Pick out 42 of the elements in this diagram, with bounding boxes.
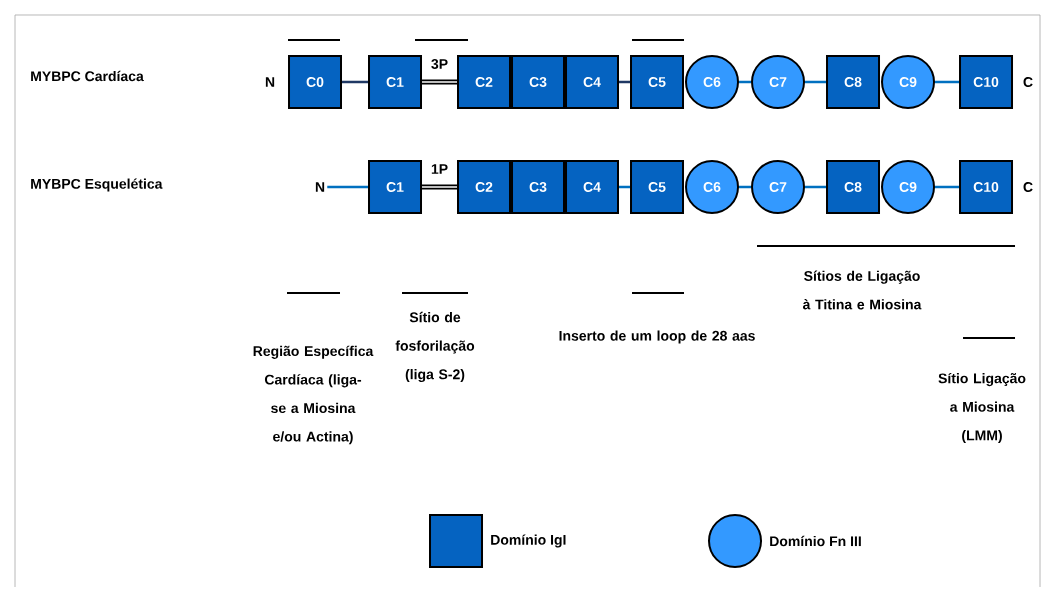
domain-box: C3	[511, 55, 565, 109]
terminus-label: C	[1023, 182, 1033, 192]
annotation-text: Sítio de fosforilação (liga S-2)	[395, 311, 475, 383]
annotation-text: MYBPC Esquelética	[31, 178, 163, 192]
legend-label: Domínio IgI	[491, 534, 566, 548]
connector-line	[935, 185, 959, 189]
domain-box: C3	[511, 160, 565, 214]
legend-label: Domínio Fn III	[770, 535, 861, 547]
annotation-text: Sítio Ligação a Miosina (LMM)	[938, 372, 1026, 444]
domain-box: C8	[826, 160, 880, 214]
domain-box: C1	[368, 160, 422, 214]
domain-box: C1	[368, 55, 422, 109]
edge-label: 1P	[431, 164, 448, 174]
connector-line	[619, 185, 630, 189]
terminus-label: C	[1023, 77, 1033, 87]
connector-line	[805, 185, 826, 189]
domain-box: C8	[826, 55, 880, 109]
connector-line	[421, 184, 458, 190]
annotation-text: Inserto de um loop de 28 aas	[559, 330, 755, 344]
terminus-label: N	[315, 182, 325, 192]
domain-box: C10	[959, 55, 1013, 109]
terminus-label: N	[265, 77, 275, 87]
connector-line	[619, 80, 630, 84]
connector-line	[421, 79, 458, 85]
domain-box: C0	[288, 55, 342, 109]
domain-box: C10	[959, 160, 1013, 214]
domain-box: C5	[630, 55, 684, 109]
annotation-text: Região Específica Cardíaca (liga-se a Miosina e/ou Actina)	[253, 345, 374, 445]
connector-line	[327, 185, 368, 189]
connector-line	[739, 185, 751, 189]
connector-line	[342, 80, 368, 84]
connector-line	[805, 80, 826, 84]
domain-box: C5	[630, 160, 684, 214]
annotation-text: MYBPC Cardíaca	[31, 70, 144, 82]
annotation-text: Sítios de Ligação à Titina e Miosina	[803, 270, 922, 310]
domain-box: C2	[457, 160, 511, 214]
edge-label: 3P	[431, 59, 448, 69]
domain-box: C2	[457, 55, 511, 109]
connector-line	[935, 80, 959, 84]
domain-box: C4	[565, 55, 619, 109]
domain-box: C4	[565, 160, 619, 214]
connector-line	[739, 80, 751, 84]
